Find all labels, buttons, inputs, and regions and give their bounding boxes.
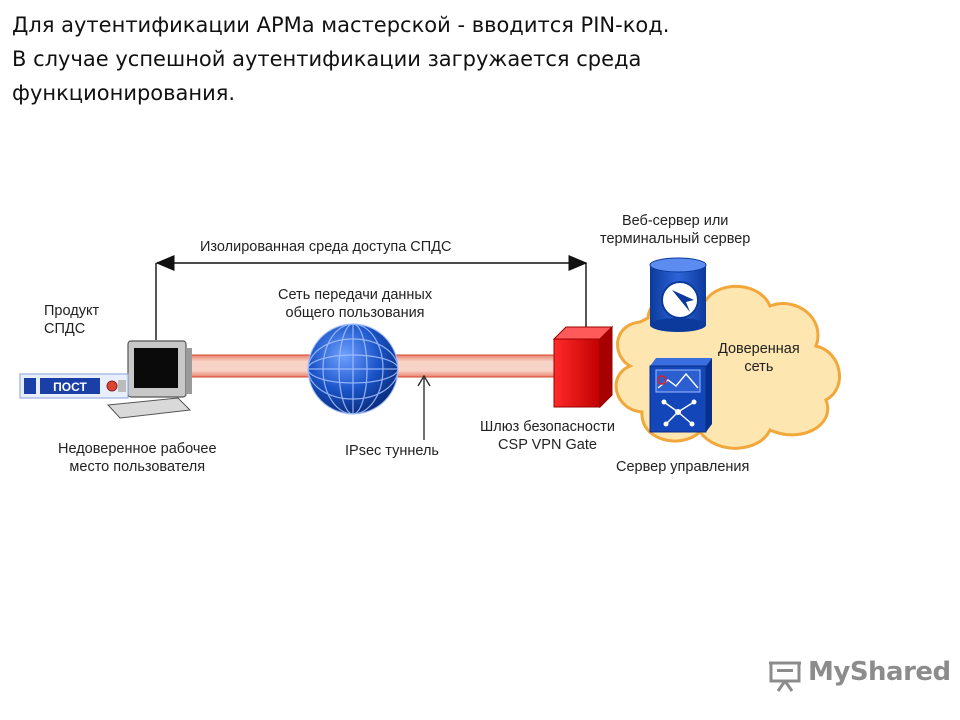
web-server-label-line-2: терминальный сервер [600, 231, 751, 247]
workstation-icon [106, 340, 192, 419]
product-label-line-1: Продукт [44, 303, 100, 319]
ipsec-pointer-arrow [417, 374, 431, 440]
heading-line-3: функционирования. [12, 81, 236, 105]
myshared-watermark: MyShared [768, 655, 951, 695]
heading-line-2: В случае успешной аутентификации загружа… [12, 47, 642, 71]
presentation-icon [769, 661, 801, 692]
slide-heading: Для аутентификации АРМа мастерской - вво… [12, 8, 942, 110]
untrusted-workstation-label: Недоверенное рабочее место пользователя [58, 440, 217, 476]
untrusted-workstation-line-1: Недоверенное рабочее [58, 441, 217, 457]
trusted-network-label: Доверенная сеть [718, 340, 800, 376]
product-label-line-2: СПДС [44, 321, 86, 337]
heading-line-1: Для аутентификации АРМа мастерской - вво… [12, 13, 670, 37]
product-label: Продукт СПДС [44, 302, 99, 338]
public-network-label: Сеть передачи данных общего пользования [278, 286, 432, 322]
untrusted-workstation-line-2: место пользователя [69, 459, 206, 475]
web-server-label-line-1: Веб-сервер или [621, 213, 729, 229]
management-server-label: Сервер управления [616, 459, 750, 475]
gateway-label-line-2: CSP VPN Gate [498, 437, 597, 453]
public-network-label-line-1: Сеть передачи данных [278, 287, 433, 303]
watermark-text: MyShared [808, 657, 951, 687]
isolated-env-label: Изолированная среда доступа СПДС [200, 239, 452, 255]
security-gateway-icon [552, 325, 614, 409]
trusted-network-label-line-2: сеть [744, 359, 774, 375]
management-server-icon [649, 358, 712, 433]
token-label: ПОСТ [53, 380, 87, 394]
gateway-label-line-1: Шлюз безопасности [480, 419, 615, 435]
globe-icon [307, 323, 399, 415]
web-server-label: Веб-сервер или терминальный сервер [600, 212, 750, 248]
usb-token-icon [19, 373, 129, 399]
gateway-label: Шлюз безопасности CSP VPN Gate [480, 418, 615, 454]
web-server-icon [649, 257, 707, 332]
ipsec-tunnel-label: IPsec туннель [345, 443, 439, 459]
trusted-network-label-line-1: Доверенная [718, 341, 800, 357]
public-network-label-line-2: общего пользования [285, 305, 425, 321]
